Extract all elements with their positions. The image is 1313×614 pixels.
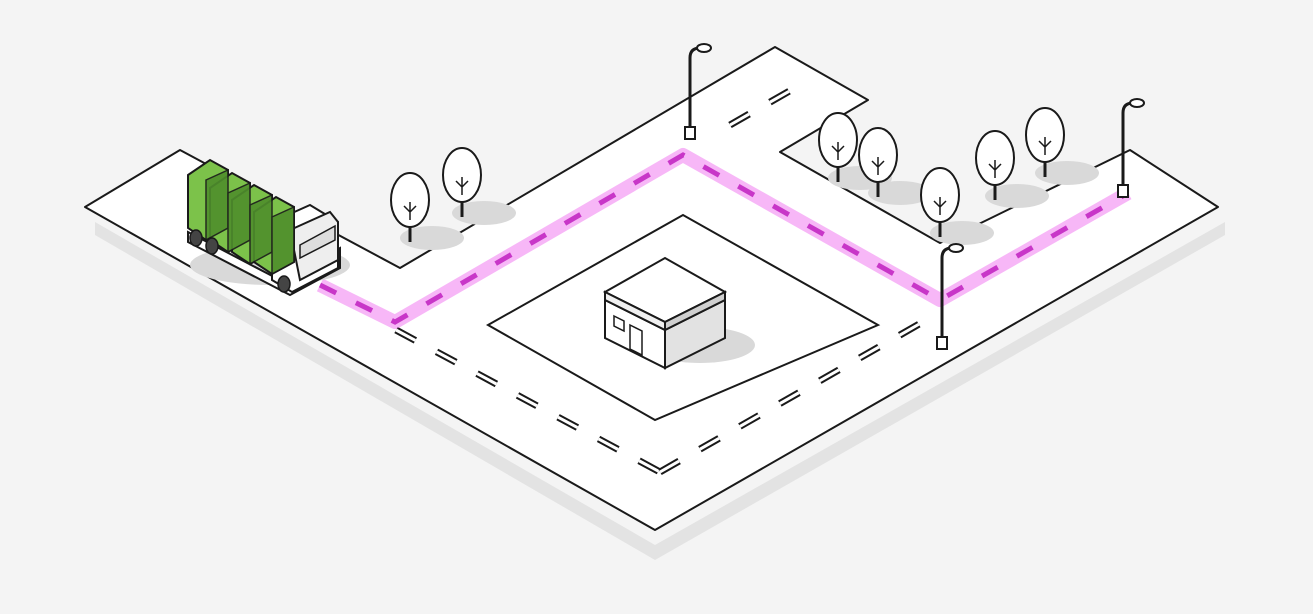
building [602,256,755,370]
street-lamp-icon [936,243,964,350]
street-lamp-icon [684,43,712,140]
tree-icon [442,147,516,225]
route-path [316,148,1132,329]
trees [390,107,1099,250]
tree-icon [975,130,1049,208]
lane-dashes [394,81,937,476]
street-lamp-icon [1117,98,1145,198]
tree-icon [920,167,994,245]
tree-icon [858,127,932,205]
tree-icon [390,172,464,250]
garbage-truck-icon [187,158,350,297]
street-lamps [684,43,1145,350]
tree-icon [1025,107,1099,185]
